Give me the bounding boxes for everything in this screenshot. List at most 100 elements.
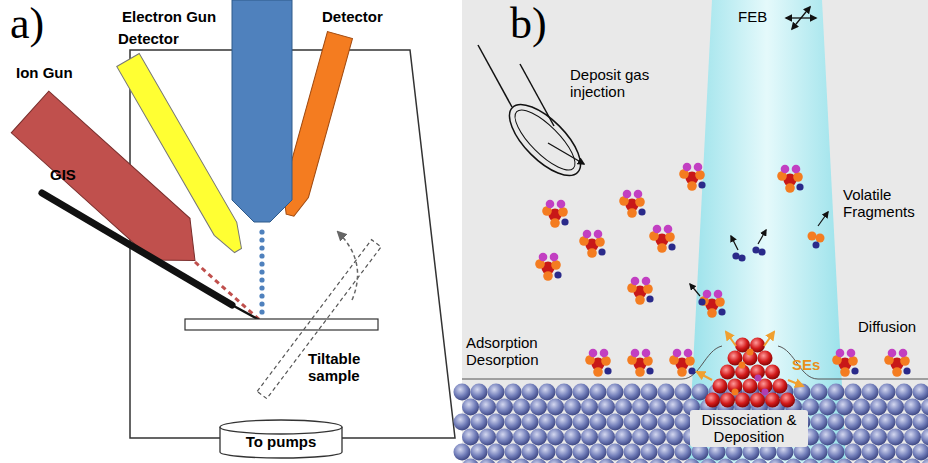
volatile-fragment bbox=[808, 232, 817, 241]
molecule-atom bbox=[593, 367, 603, 377]
molecule-atom bbox=[546, 200, 555, 209]
pump-port: To pumps bbox=[218, 418, 344, 458]
molecule-atom bbox=[558, 207, 568, 217]
panel-label: a) bbox=[10, 2, 44, 46]
substrate-atom bbox=[666, 429, 683, 446]
molecule-atom bbox=[631, 349, 640, 358]
deposit-atom bbox=[750, 393, 765, 408]
substrate-atom bbox=[675, 444, 692, 461]
electron-dot bbox=[259, 253, 264, 258]
scan-arrow bbox=[792, 7, 810, 29]
substrate-atom bbox=[845, 384, 862, 401]
sample bbox=[185, 319, 378, 330]
process-label: Dissociation & Deposition bbox=[690, 410, 808, 447]
substrate-atom bbox=[828, 414, 845, 431]
molecule-atom bbox=[848, 356, 858, 366]
substrate-atom bbox=[811, 414, 828, 431]
molecule-atom bbox=[600, 349, 609, 358]
substrate-atom bbox=[454, 444, 471, 461]
molecule-atom bbox=[900, 356, 910, 366]
substrate-atom bbox=[573, 414, 590, 431]
substrate-atom bbox=[547, 399, 564, 416]
substrate-atom bbox=[870, 429, 887, 446]
substrate-atom bbox=[862, 444, 879, 461]
substrate-atom bbox=[904, 399, 921, 416]
substrate-atom bbox=[887, 399, 904, 416]
molecule-atom bbox=[836, 349, 845, 358]
molecule-atom bbox=[781, 165, 790, 174]
electron-dot bbox=[259, 261, 264, 266]
substrate-atom bbox=[675, 384, 692, 401]
deposit-atom bbox=[735, 393, 750, 408]
part-name: GIS bbox=[50, 166, 76, 183]
substrate-atom bbox=[649, 459, 666, 463]
substrate-atom bbox=[496, 399, 513, 416]
substrate-atom bbox=[717, 459, 734, 463]
substrate-atom bbox=[913, 444, 928, 461]
substrate-atom bbox=[641, 384, 658, 401]
molecule-atom bbox=[715, 297, 725, 307]
electron-gun bbox=[232, 0, 292, 222]
molecule-atom bbox=[668, 243, 675, 250]
molecule-atom bbox=[627, 208, 637, 218]
substrate-atom bbox=[624, 384, 641, 401]
molecule-atom bbox=[714, 290, 723, 299]
substrate-atom bbox=[632, 429, 649, 446]
fragment-arrow bbox=[690, 284, 700, 296]
substrate-atom bbox=[904, 459, 921, 463]
molecule-atom bbox=[643, 284, 653, 294]
precursor-molecule bbox=[542, 200, 568, 228]
substrate-atom bbox=[607, 384, 624, 401]
substrate-atom bbox=[505, 414, 522, 431]
substrate-atom bbox=[505, 444, 522, 461]
molecule-atom bbox=[687, 181, 697, 191]
substrate-atom bbox=[658, 384, 675, 401]
part-name: Detector bbox=[322, 8, 383, 25]
substrate-atom bbox=[870, 399, 887, 416]
substrate-atom bbox=[811, 384, 828, 401]
ion-gun-body bbox=[11, 91, 213, 281]
nozzle-opening bbox=[507, 102, 583, 178]
molecule-atom bbox=[792, 165, 801, 174]
tilt-arrow bbox=[338, 232, 358, 300]
se-arrow bbox=[764, 332, 774, 346]
deposit-atom bbox=[758, 351, 773, 366]
substrate-atom bbox=[471, 414, 488, 431]
substrate-atom bbox=[734, 459, 751, 463]
molecule-atom bbox=[646, 367, 653, 374]
substrate-atom bbox=[853, 429, 870, 446]
fragment-arrow bbox=[818, 212, 828, 226]
molecule-atom bbox=[623, 190, 632, 199]
molecule-atom bbox=[635, 367, 645, 377]
substrate-atom bbox=[530, 399, 547, 416]
electron-dot bbox=[259, 237, 264, 242]
se-arrow bbox=[726, 332, 736, 346]
molecule-atom bbox=[598, 248, 605, 255]
substrate-atom bbox=[887, 429, 904, 446]
detector-left bbox=[117, 54, 250, 258]
nozzle-opening bbox=[498, 93, 591, 186]
molecule-atom bbox=[550, 253, 559, 262]
molecule-atom bbox=[653, 225, 662, 234]
substrate-atom bbox=[649, 429, 666, 446]
substrate-atom bbox=[581, 459, 598, 463]
substrate-atom bbox=[853, 459, 870, 463]
molecule-atom bbox=[673, 349, 682, 358]
substrate-atom bbox=[488, 444, 505, 461]
substrate-atom bbox=[607, 414, 624, 431]
substrate-atom bbox=[896, 384, 913, 401]
substrate-atom bbox=[879, 414, 896, 431]
substrate-atom bbox=[624, 414, 641, 431]
substrate-atom bbox=[615, 429, 632, 446]
substrate-atom bbox=[573, 384, 590, 401]
substrate-atom bbox=[666, 399, 683, 416]
electron-dot bbox=[259, 301, 264, 306]
substrate-atom bbox=[649, 399, 666, 416]
port-label: To pumps bbox=[218, 433, 344, 450]
substrate-atom bbox=[539, 414, 556, 431]
substrate-atom bbox=[641, 414, 658, 431]
volatile-fragment bbox=[698, 298, 705, 305]
substrate-atom bbox=[802, 459, 819, 463]
substrate-atom bbox=[921, 459, 928, 463]
part-name: Tiltable sample bbox=[308, 350, 388, 385]
